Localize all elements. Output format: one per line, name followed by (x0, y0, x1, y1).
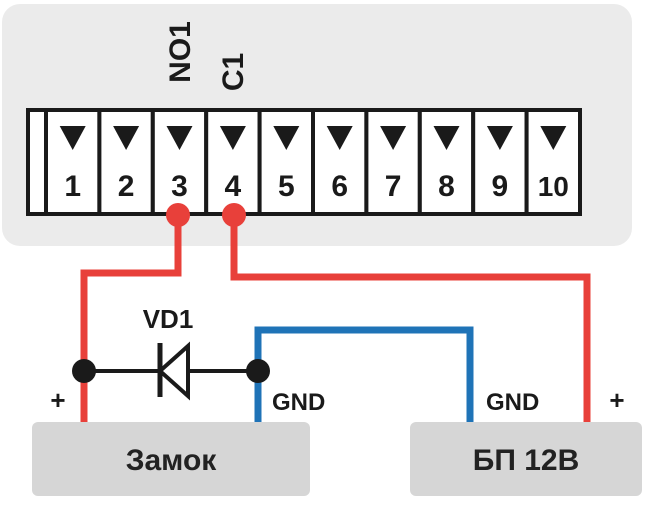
junction-dot-right (246, 359, 270, 383)
terminal-4-contact (222, 203, 246, 227)
terminal-arrow-icon (433, 126, 460, 150)
terminal-number: 7 (385, 170, 402, 203)
diode-label: VD1 (143, 304, 194, 334)
lock-box-label: Замок (126, 444, 218, 477)
lock-plus-label: + (50, 385, 65, 415)
positive-wire-lock (80, 213, 182, 422)
junction-dot-left (72, 359, 96, 383)
terminal-arrow-icon (166, 126, 193, 150)
psu-plus-label: + (609, 385, 624, 415)
terminal-number: 1 (64, 170, 81, 203)
terminal-block-end (26, 108, 48, 216)
terminal-arrow-icon (540, 126, 567, 150)
terminal-number: 10 (538, 171, 569, 202)
terminal-arrow-icon (326, 126, 353, 150)
diode-vd1: VD1 (84, 304, 258, 401)
terminal-block: 1 2 3 4 5 6 7 8 9 10 (26, 108, 582, 216)
lock-gnd-label: GND (272, 389, 325, 416)
psu-box-label: БП 12В (473, 444, 580, 477)
lock-box: Замок (32, 422, 310, 496)
pin-label-c1: C1 (217, 53, 250, 91)
psu-box: БП 12В (410, 422, 642, 496)
terminal-arrow-icon (486, 126, 513, 150)
terminal-number: 6 (331, 170, 348, 203)
terminal-number: 5 (278, 170, 295, 203)
terminal-arrow-icon (113, 126, 140, 150)
terminal-number: 8 (438, 170, 455, 203)
terminal-arrow-icon (219, 126, 246, 150)
positive-wire-psu (230, 213, 591, 422)
terminal-arrow-icon (273, 126, 300, 150)
terminal-3-contact (166, 203, 190, 227)
terminal-number: 3 (171, 170, 188, 203)
terminal-arrow-icon (59, 126, 86, 150)
terminal-number: 2 (118, 170, 135, 203)
psu-gnd-label: GND (486, 389, 539, 416)
lock-box-body (32, 422, 310, 496)
terminal-arrow-icon (380, 126, 407, 150)
psu-box-body (410, 422, 642, 496)
terminal-number: 9 (492, 170, 509, 203)
pin-label-no1: NO1 (164, 21, 197, 83)
diode-triangle (156, 341, 190, 401)
terminal-number: 4 (225, 170, 242, 203)
